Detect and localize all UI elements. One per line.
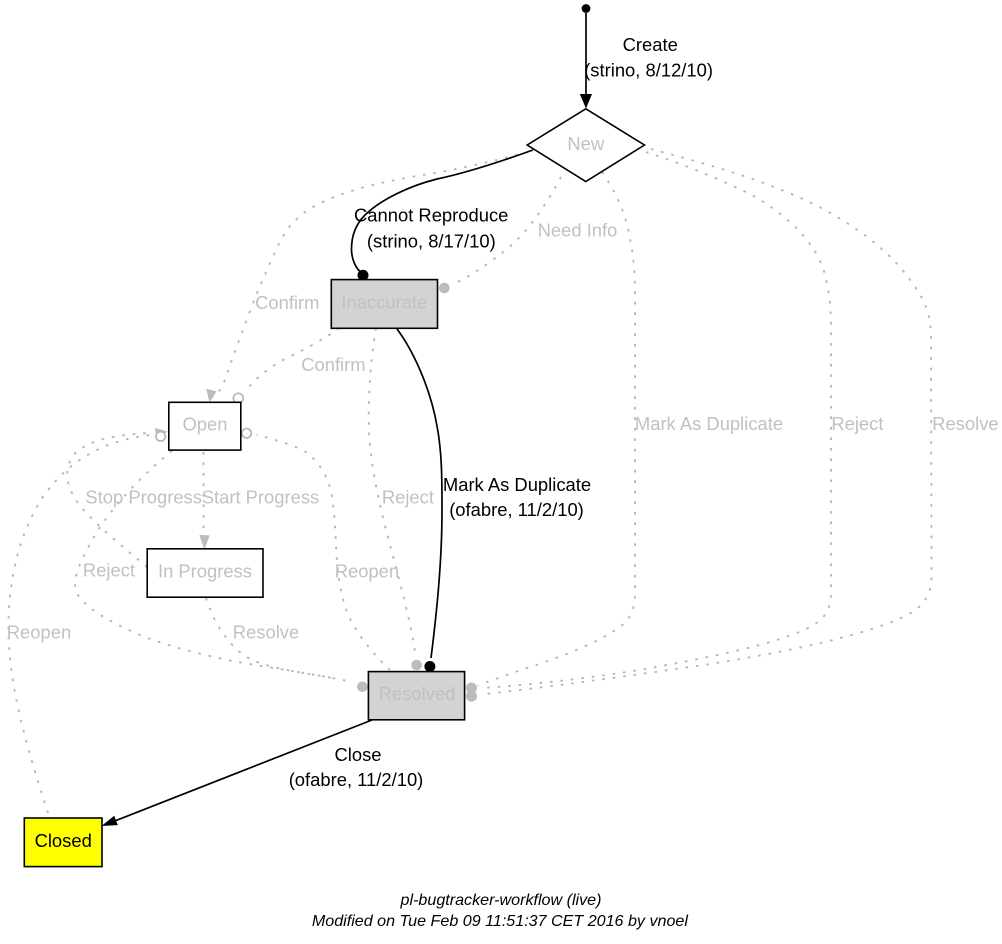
svg-text:Open: Open (183, 414, 228, 435)
svg-text:Stop Progress: Stop Progress (85, 486, 202, 507)
svg-text:Modified on Tue Feb 09 11:51:3: Modified on Tue Feb 09 11:51:37 CET 2016… (312, 912, 688, 930)
svg-text:Mark As Duplicate: Mark As Duplicate (443, 474, 591, 495)
svg-text:Resolve: Resolve (932, 413, 998, 434)
svg-text:Need Info: Need Info (538, 220, 618, 241)
svg-text:(strino, 8/17/10): (strino, 8/17/10) (367, 231, 496, 252)
svg-text:Closed: Closed (35, 830, 92, 851)
svg-text:Resolved: Resolved (379, 683, 456, 704)
svg-text:Reopen: Reopen (7, 622, 71, 643)
svg-text:Reject: Reject (382, 486, 434, 507)
svg-text:(ofabre, 11/2/10): (ofabre, 11/2/10) (289, 769, 424, 790)
svg-text:Confirm: Confirm (255, 292, 319, 313)
svg-text:Close: Close (334, 744, 381, 765)
svg-text:Start Progress: Start Progress (202, 486, 320, 507)
svg-text:Create: Create (623, 34, 678, 55)
svg-text:Cannot Reproduce: Cannot Reproduce (354, 205, 508, 226)
svg-text:New: New (567, 133, 605, 154)
svg-text:Resolve: Resolve (233, 622, 299, 643)
svg-text:(ofabre, 11/2/10): (ofabre, 11/2/10) (449, 499, 584, 520)
svg-text:Reject: Reject (831, 413, 883, 434)
svg-text:Inaccurate: Inaccurate (341, 292, 427, 313)
svg-text:Reopen: Reopen (335, 560, 399, 581)
svg-text:Mark As Duplicate: Mark As Duplicate (635, 413, 783, 434)
svg-text:Confirm: Confirm (301, 354, 365, 375)
svg-text:Reject: Reject (83, 560, 135, 581)
svg-text:pl-bugtracker-workflow (live): pl-bugtracker-workflow (live) (400, 891, 602, 909)
svg-text:(strino, 8/12/10): (strino, 8/12/10) (584, 60, 713, 81)
svg-text:In Progress: In Progress (158, 560, 252, 581)
